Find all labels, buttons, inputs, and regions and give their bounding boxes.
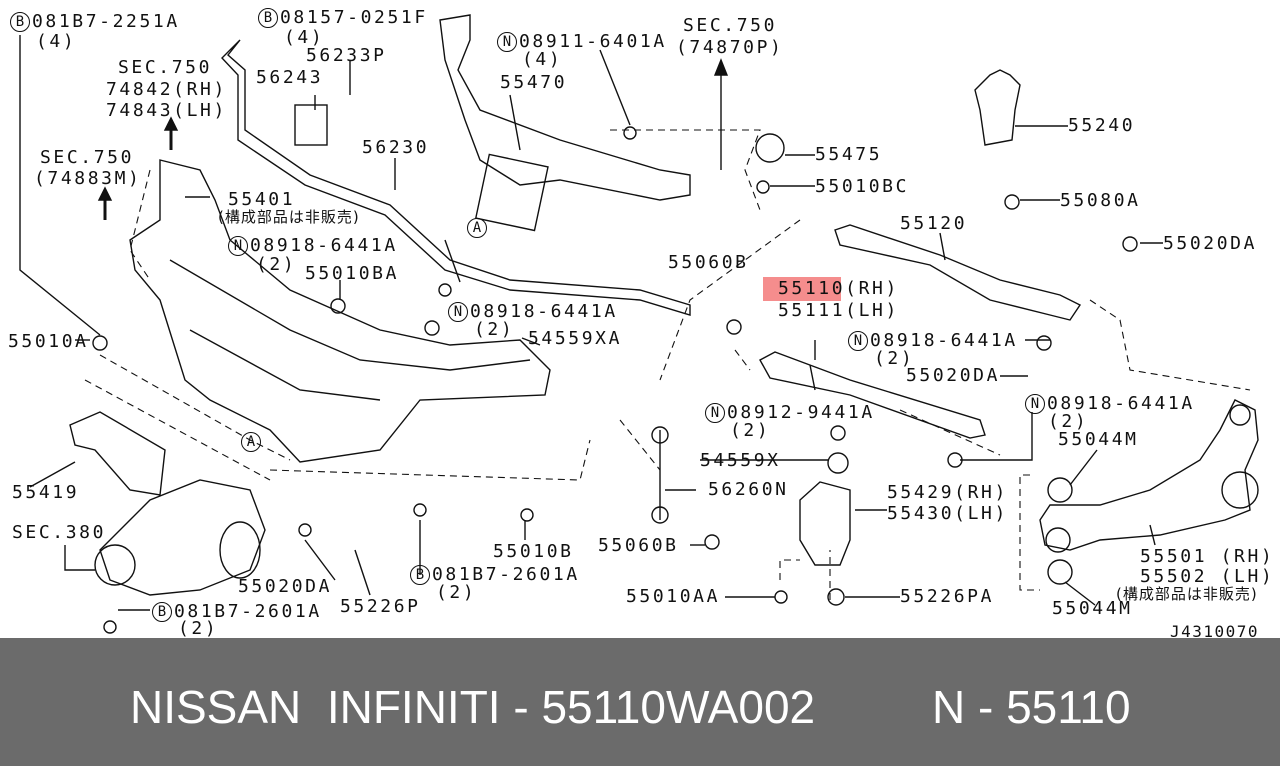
link-55110 bbox=[759, 351, 986, 439]
bolt-b-icon: B bbox=[152, 602, 172, 622]
part-55226PA[interactable]: 55226PA bbox=[900, 586, 995, 607]
section-ref-380[interactable]: SEC.380 bbox=[12, 522, 107, 543]
part-reference: N - 55110 bbox=[932, 681, 1131, 733]
part-56243[interactable]: 56243 bbox=[256, 67, 324, 88]
reference-mark-a: A bbox=[467, 218, 489, 238]
arm-55470 bbox=[439, 14, 691, 201]
part-74883M[interactable]: (74883M) bbox=[34, 168, 142, 189]
quantity: (4) bbox=[36, 31, 77, 52]
bracket-55429 bbox=[799, 481, 851, 566]
part-55501[interactable]: 55501 (RH) bbox=[1140, 546, 1275, 567]
part-55470[interactable]: 55470 bbox=[500, 72, 568, 93]
quantity: (2) bbox=[256, 254, 297, 275]
quantity: (2) bbox=[474, 319, 515, 340]
part-55010A[interactable]: 55010A bbox=[8, 331, 89, 352]
part-56230[interactable]: 56230 bbox=[362, 137, 430, 158]
quantity: (2) bbox=[436, 582, 477, 603]
part-74870P[interactable]: (74870P) bbox=[676, 37, 784, 58]
part-55020DA[interactable]: 55020DA bbox=[906, 365, 1001, 386]
part-55240[interactable]: 55240 bbox=[1068, 115, 1136, 136]
part-54559X[interactable]: 54559X bbox=[700, 450, 781, 471]
part-55226P[interactable]: 55226P bbox=[340, 596, 421, 617]
link-55120 bbox=[834, 224, 1082, 321]
part-55010BC[interactable]: 55010BC bbox=[815, 176, 910, 197]
footer-banner: NISSAN INFINITI - 55110WA002 N - 55110 bbox=[0, 638, 1280, 766]
part-55044M[interactable]: 55044M bbox=[1052, 598, 1133, 619]
nut-n-icon: N bbox=[1025, 394, 1045, 414]
quantity: (2) bbox=[178, 618, 219, 639]
part-74842[interactable]: 74842(RH) bbox=[106, 79, 227, 100]
part-55010B[interactable]: 55010B bbox=[493, 541, 574, 562]
knuckle-55501 bbox=[1039, 399, 1259, 551]
part-56233P[interactable]: 56233P bbox=[306, 45, 387, 66]
reference-mark-a: A bbox=[241, 432, 263, 452]
part-55120[interactable]: 55120 bbox=[900, 213, 968, 234]
section-ref-750[interactable]: SEC.750 bbox=[40, 147, 135, 168]
section-ref-750[interactable]: SEC.750 bbox=[683, 15, 778, 36]
not-sold-note: (構成部品は非販売) bbox=[218, 208, 360, 226]
part-55020DA[interactable]: 55020DA bbox=[238, 576, 333, 597]
part-74843[interactable]: 74843(LH) bbox=[106, 100, 227, 121]
part-55080A[interactable]: 55080A bbox=[1060, 190, 1141, 211]
bolt-b-icon: B bbox=[410, 565, 430, 585]
part-56260N[interactable]: 56260N bbox=[708, 479, 789, 500]
part-55060B[interactable]: 55060B bbox=[668, 252, 749, 273]
part-55020DA[interactable]: 55020DA bbox=[1163, 233, 1258, 254]
part-55010AA[interactable]: 55010AA bbox=[626, 586, 721, 607]
quantity: (2) bbox=[1048, 411, 1089, 432]
diagram-code: J4310070 bbox=[1170, 622, 1260, 641]
part-55401[interactable]: 55401 bbox=[228, 189, 296, 210]
section-ref-750[interactable]: SEC.750 bbox=[118, 57, 213, 78]
part-55475[interactable]: 55475 bbox=[815, 144, 883, 165]
highlighted-part-marker bbox=[763, 277, 841, 301]
part-55060B[interactable]: 55060B bbox=[598, 535, 679, 556]
bracket-55419 bbox=[69, 411, 166, 496]
part-55010BA[interactable]: 55010BA bbox=[305, 263, 400, 284]
stabilizer-bar-56230 bbox=[221, 39, 691, 316]
quantity: (4) bbox=[522, 49, 563, 70]
differential bbox=[99, 479, 266, 596]
brand-part-number: NISSAN INFINITI - 55110WA002 bbox=[130, 681, 816, 733]
quantity: (2) bbox=[730, 420, 771, 441]
nut-n-icon: N bbox=[705, 403, 725, 423]
quantity: (4) bbox=[284, 27, 325, 48]
bolt-b-icon: B bbox=[10, 12, 30, 32]
subframe-55401 bbox=[129, 159, 551, 463]
quantity: (2) bbox=[874, 348, 915, 369]
part-55429[interactable]: 55429(RH) bbox=[887, 482, 1008, 503]
not-sold-note: (構成部品は非販売) bbox=[1116, 585, 1258, 603]
part-55044M[interactable]: 55044M bbox=[1058, 429, 1139, 450]
part-55419[interactable]: 55419 bbox=[12, 482, 80, 503]
part-54559XA[interactable]: 54559XA bbox=[528, 328, 623, 349]
part-55111[interactable]: 55111(LH) bbox=[778, 300, 899, 321]
part-55110-highlighted[interactable]: 55110(RH) bbox=[778, 278, 899, 299]
bolt-b-icon: B bbox=[258, 8, 278, 28]
nut-n-icon: N bbox=[848, 331, 868, 351]
bump-stop-55240 bbox=[974, 69, 1021, 146]
nut-n-icon: N bbox=[448, 302, 468, 322]
part-55502[interactable]: 55502 (LH) bbox=[1140, 566, 1275, 587]
part-55430[interactable]: 55430(LH) bbox=[887, 503, 1008, 524]
nut-n-icon: N bbox=[497, 32, 517, 52]
nut-n-icon: N bbox=[228, 236, 248, 256]
